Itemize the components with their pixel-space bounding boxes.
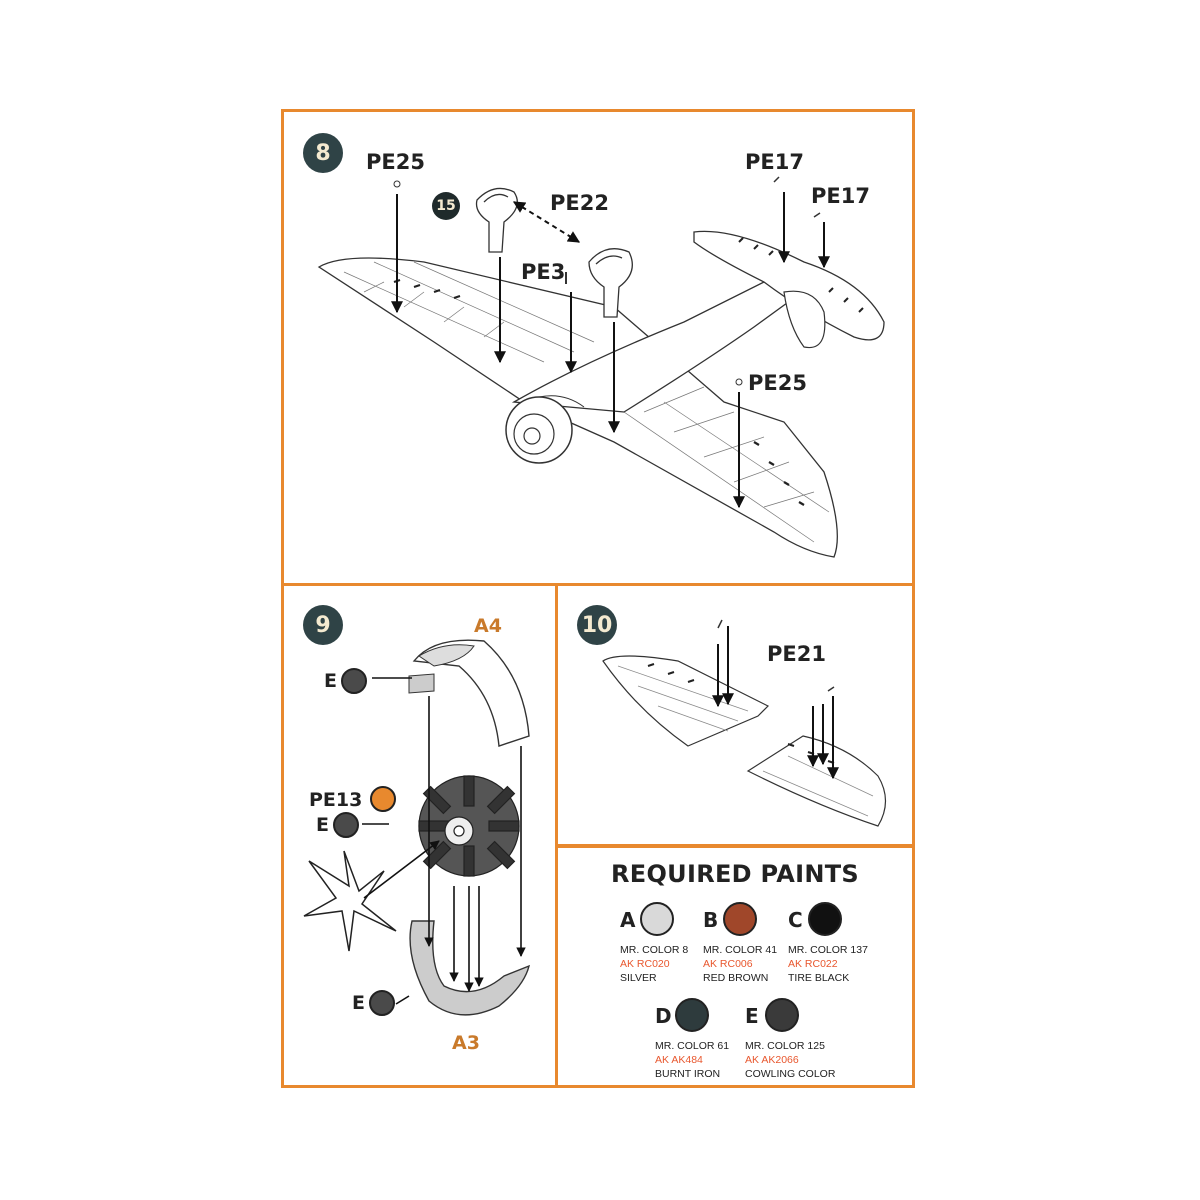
step-10-wing-illustration	[602, 619, 887, 827]
radial-engine	[418, 775, 520, 877]
wing-right-panel	[746, 735, 887, 827]
step-9-panel: 9 A4 A3 PE13 E E E	[281, 583, 558, 1088]
paint-ref-e-bottom: E	[352, 990, 395, 1016]
required-paints-panel: REQUIRED PAINTS A MR. COLOR 8 AK RC020 S…	[555, 845, 915, 1088]
label-pe3: PE3	[521, 260, 566, 284]
step-10-panel: 10 PE21	[555, 583, 915, 847]
step-8-badge: 8	[303, 133, 343, 173]
label-pe13: PE13	[309, 789, 363, 811]
paint-swatch-icon	[340, 668, 367, 694]
paint-ref-e-mid: E	[316, 812, 359, 838]
paint-swatch-icon	[332, 812, 359, 838]
label-a3: A3	[452, 1032, 480, 1054]
label-a4: A4	[474, 615, 502, 637]
landing-gear-cover-right	[588, 248, 633, 318]
photo-etch-icon	[370, 786, 396, 812]
label-pe25-left: PE25	[366, 150, 425, 174]
paint-swatch-b	[723, 902, 757, 936]
cowl-rear-a3	[409, 920, 531, 1016]
step-8-aircraft-illustration	[317, 176, 885, 558]
landing-gear-cover-left	[475, 187, 518, 253]
photo-etch-star	[303, 850, 397, 952]
rudder	[783, 290, 826, 349]
paint-swatch-a	[640, 902, 674, 936]
step-8-panel: 8 15	[281, 109, 915, 586]
paint-swatch-c	[808, 902, 842, 936]
label-pe17-top: PE17	[745, 150, 804, 174]
label-pe25-right: PE25	[748, 371, 807, 395]
paint-swatch-icon	[368, 990, 395, 1016]
step-10-badge: 10	[577, 605, 617, 645]
label-pe22: PE22	[550, 191, 609, 215]
wing-left-panel	[602, 655, 770, 747]
sub-step-badge: 15	[432, 192, 460, 220]
paint-swatch-e	[765, 998, 799, 1032]
step-9-badge: 9	[303, 605, 343, 645]
cowl-front-a4	[412, 639, 530, 747]
paint-swatch-d	[675, 998, 709, 1032]
step-9-engine-illustration	[303, 639, 531, 1016]
required-paints-title: REQUIRED PAINTS	[611, 860, 859, 888]
label-pe21: PE21	[767, 642, 826, 666]
label-pe17-right: PE17	[811, 184, 870, 208]
paint-ref-e-top: E	[324, 668, 367, 694]
